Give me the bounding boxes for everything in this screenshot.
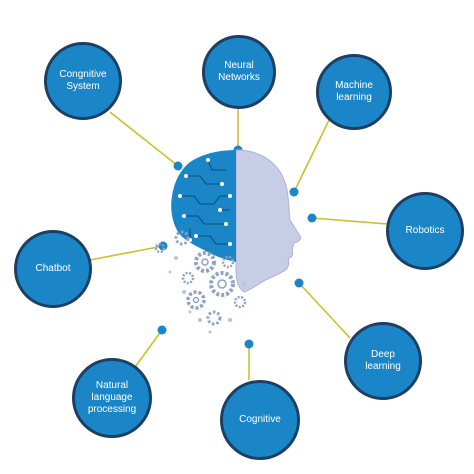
node-chatbot: Chatbot <box>14 230 92 308</box>
circuit-nodes <box>178 158 232 246</box>
node-label: Cognitive <box>239 414 281 425</box>
node-robotics: Robotics <box>386 192 464 270</box>
node-label: Neural Networks <box>218 60 260 83</box>
node-label: Natural language processing <box>87 380 137 415</box>
dot-cognitive <box>244 339 254 349</box>
circuit-traces <box>180 159 230 245</box>
node-label: Robotics <box>405 225 445 236</box>
node-label: Chatbot <box>35 263 71 274</box>
ai-head-brain-gears-icon <box>154 149 301 334</box>
node-cognitive: Cognitive <box>220 380 300 460</box>
gear-particles <box>168 256 246 334</box>
dot-nlp <box>157 325 167 335</box>
gears-icon <box>154 230 247 326</box>
node-machine-learning: Machine learning <box>316 54 392 130</box>
node-neural-networks: Neural Networks <box>202 35 276 109</box>
dot-robotics <box>307 213 317 223</box>
node-label: Deep learning <box>365 349 401 372</box>
node-label: Machine learning <box>335 80 373 103</box>
connector-congnitive-system <box>109 111 179 167</box>
dot-congnitive-system <box>173 161 183 171</box>
node-label: Congnitive System <box>59 69 107 92</box>
node-congnitive-system: Congnitive System <box>44 42 122 120</box>
node-nlp: Natural language processing <box>72 358 152 438</box>
dot-deep-learning <box>294 278 304 288</box>
connector-machine-learning <box>293 117 331 193</box>
connector-deep-learning <box>298 282 351 339</box>
face-profile-icon <box>235 149 301 293</box>
connector-chatbot <box>89 245 164 261</box>
dot-machine-learning <box>289 187 299 197</box>
node-deep-learning: Deep learning <box>344 322 422 400</box>
connector-robotics <box>311 217 389 225</box>
